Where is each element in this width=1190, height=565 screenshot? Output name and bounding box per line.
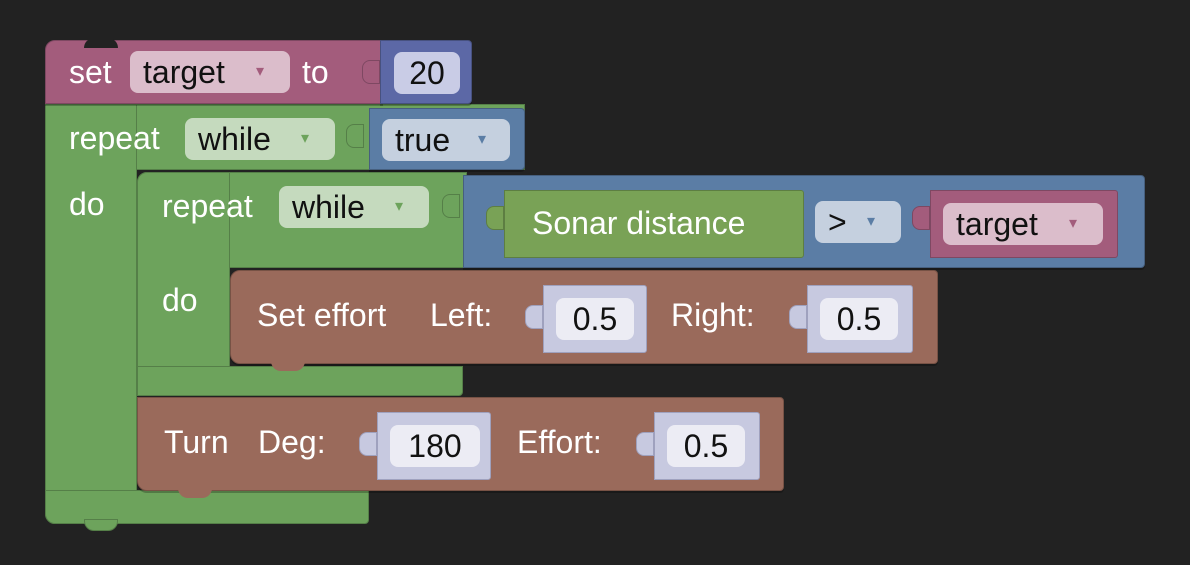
set-effort-block[interactable]: Set effort Left: 0.5 Right: 0.5 (230, 270, 938, 371)
to-label: to (302, 54, 329, 90)
input-connector (359, 432, 377, 456)
dropdown-arrow-icon: ▾ (867, 213, 876, 230)
math-number-block[interactable]: 20 (380, 40, 472, 104)
inner-loop-mode-dropdown[interactable]: while ▾ (279, 186, 429, 228)
math-number-field[interactable]: 20 (394, 52, 460, 94)
inner-do-label: do (162, 282, 198, 318)
deg-value-socket[interactable]: 180 (377, 412, 491, 480)
outer-repeat-label: repeat (69, 120, 160, 156)
turn-label: Turn (164, 424, 229, 460)
dropdown-arrow-icon: ▾ (1069, 215, 1078, 232)
left-value-socket[interactable]: 0.5 (543, 285, 647, 353)
compare-operator-value: > (828, 204, 847, 240)
input-connector (486, 206, 504, 230)
inner-loop-mode-value: while (292, 189, 365, 225)
left-label: Left: (430, 297, 493, 333)
variable-target-name: target (956, 206, 1038, 242)
set-effort-label: Set effort (257, 297, 387, 333)
set-label: set (69, 54, 112, 90)
input-connector (636, 432, 654, 456)
boolean-dropdown[interactable]: true ▾ (382, 119, 510, 161)
input-connector (442, 194, 460, 218)
inner-repeat-label: repeat (162, 188, 253, 224)
outer-loop-mode-dropdown[interactable]: while ▾ (185, 118, 335, 160)
left-value-field[interactable]: 0.5 (556, 298, 634, 340)
sonar-distance-block[interactable]: Sonar distance (504, 190, 804, 258)
set-variable-dropdown[interactable]: target ▾ (130, 51, 290, 93)
right-label: Right: (671, 297, 755, 333)
effort-value-field[interactable]: 0.5 (667, 425, 745, 467)
effort-value-socket[interactable]: 0.5 (654, 412, 760, 480)
dropdown-arrow-icon: ▾ (478, 131, 487, 148)
sonar-distance-label: Sonar distance (532, 205, 746, 241)
outer-do-label: do (69, 186, 105, 222)
input-connector (346, 124, 364, 148)
deg-label: Deg: (258, 424, 326, 460)
deg-value-field[interactable]: 180 (390, 425, 480, 467)
variable-target-dropdown[interactable]: target ▾ (943, 203, 1103, 245)
input-connector (525, 305, 543, 329)
variable-get-target-block[interactable]: target ▾ (930, 190, 1118, 258)
input-connector (789, 305, 807, 329)
effort-label: Effort: (517, 424, 602, 460)
set-variable-name: target (143, 54, 225, 90)
dropdown-arrow-icon: ▾ (395, 198, 404, 215)
dropdown-arrow-icon: ▾ (256, 63, 265, 80)
turn-block[interactable]: Turn Deg: 180 Effort: 0.5 (137, 397, 784, 498)
dropdown-arrow-icon: ▾ (301, 130, 310, 147)
logic-compare-block[interactable]: Sonar distance > ▾ target ▾ (463, 175, 1145, 268)
boolean-value: true (395, 122, 451, 158)
logic-boolean-block[interactable]: true ▾ (369, 108, 525, 170)
outer-loop-mode-value: while (198, 121, 271, 157)
compare-operator-dropdown[interactable]: > ▾ (815, 201, 901, 243)
input-connector (362, 60, 380, 84)
input-connector (912, 206, 930, 230)
right-value-socket[interactable]: 0.5 (807, 285, 913, 353)
right-value-field[interactable]: 0.5 (820, 298, 898, 340)
